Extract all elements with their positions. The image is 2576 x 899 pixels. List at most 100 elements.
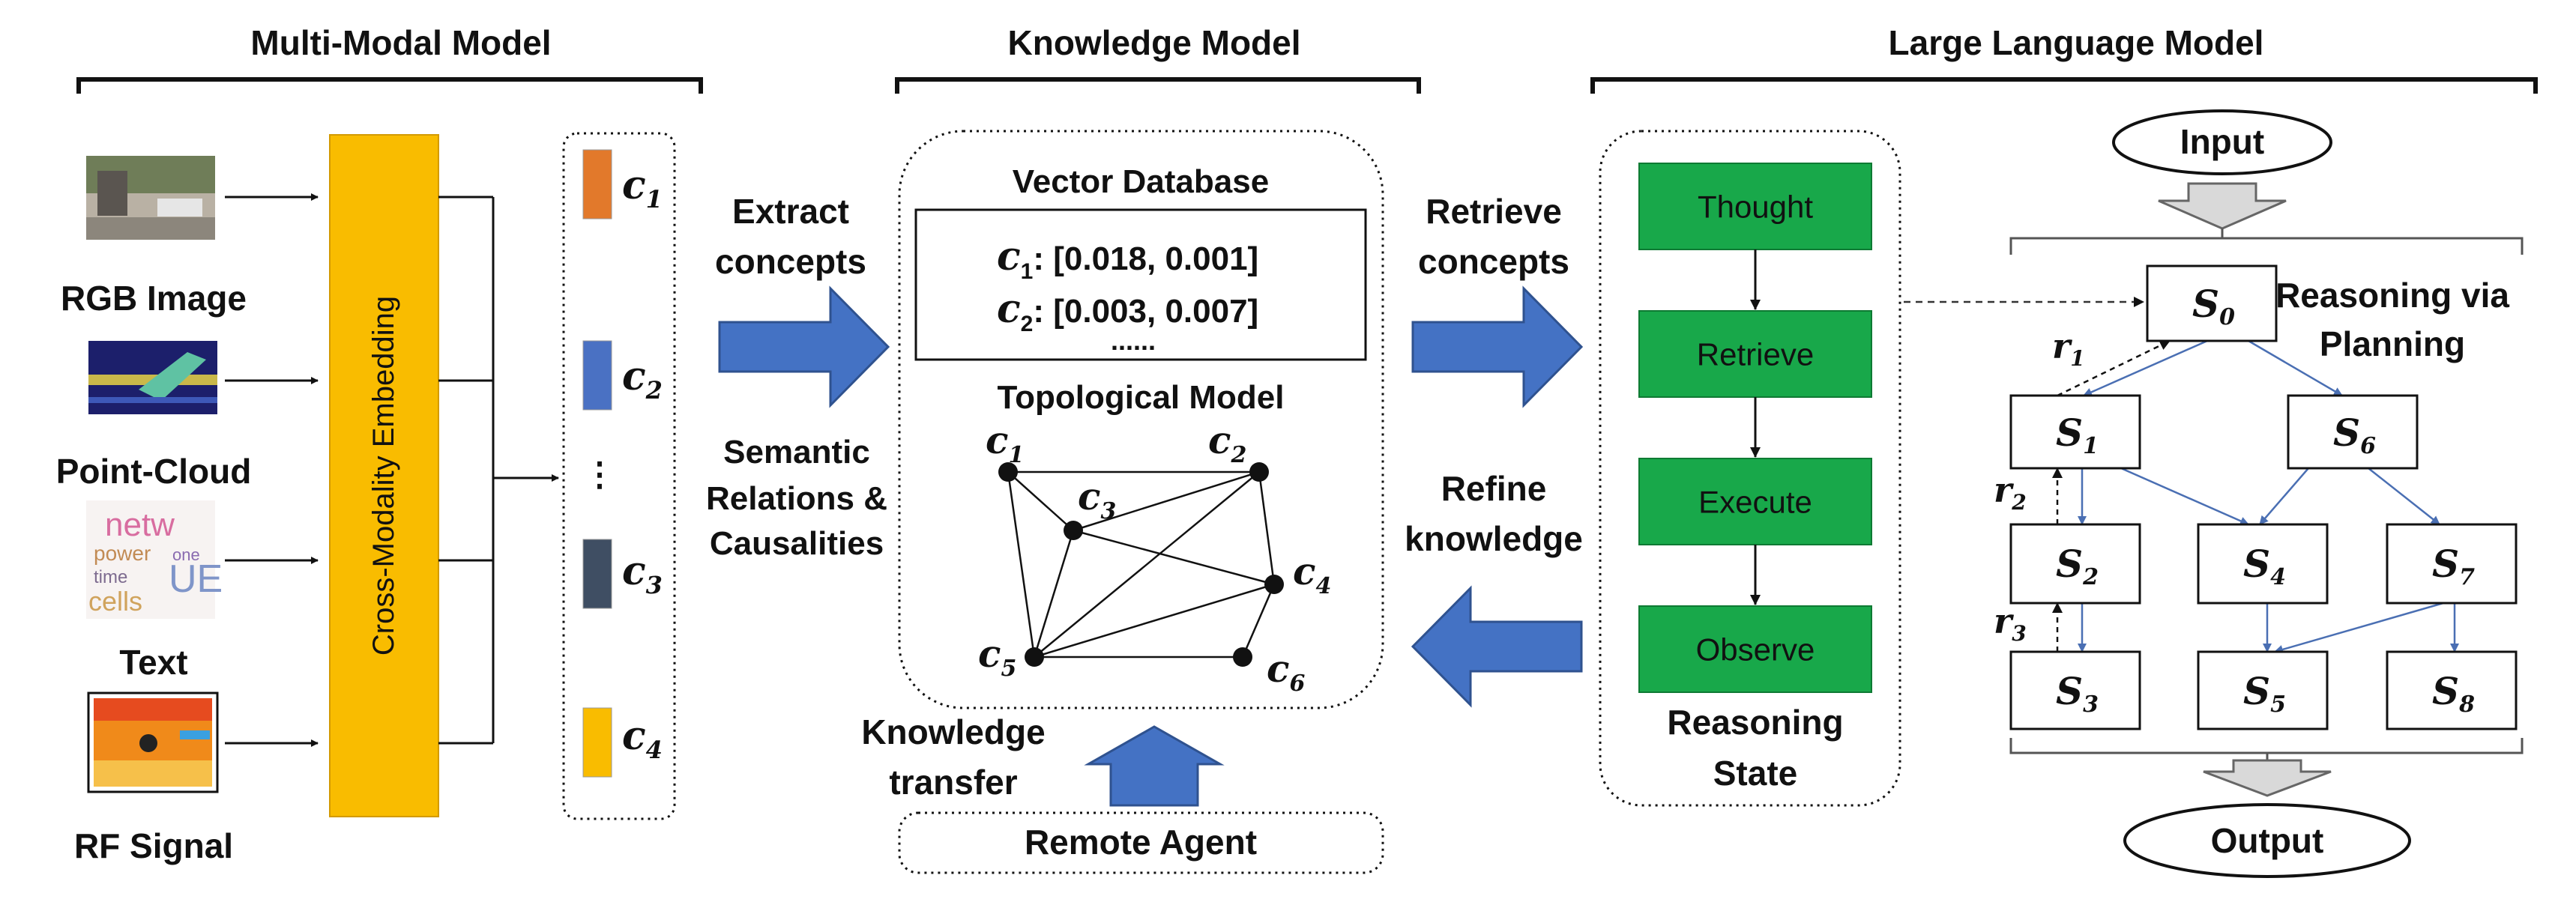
retrieve-label-line2: concepts xyxy=(1418,242,1569,281)
concept-c2-swatch xyxy=(582,340,612,411)
state-s6-label: S6 xyxy=(2333,411,2376,459)
state-s4-label: S4 xyxy=(2243,542,2286,590)
rgb-image-thumbnail xyxy=(86,156,215,240)
knowledge-transfer-line2: transfer xyxy=(889,763,1017,802)
svg-text:power: power xyxy=(94,542,151,565)
planning-label-line2: Planning xyxy=(2320,324,2465,363)
reasoning-step-thought-label: Thought xyxy=(1698,190,1813,225)
knowledge-transfer-arrow xyxy=(1084,725,1225,807)
refine-label-line1: Refine xyxy=(1441,469,1547,508)
topology-node-c3 xyxy=(1064,521,1083,540)
state-s8-label: S8 xyxy=(2432,669,2475,718)
vector-db-row2: c2: [0.003, 0.007] xyxy=(997,286,1258,336)
llm-title: Large Language Model xyxy=(1889,23,2264,62)
state-s0-label: S0 xyxy=(2192,282,2235,330)
input-block-arrow xyxy=(2158,182,2287,230)
concept-c4-label: c4 xyxy=(622,713,663,764)
knowledge-bracket xyxy=(895,77,1421,94)
refine-label-line2: knowledge xyxy=(1405,519,1583,558)
remote-agent-label: Remote Agent xyxy=(1025,823,1257,862)
svg-text:cells: cells xyxy=(88,586,142,617)
point-cloud-label: Point-Cloud xyxy=(56,452,252,491)
semantic-label-line3: Causalities xyxy=(710,525,884,562)
topology-label-c6: c6 xyxy=(1267,647,1305,697)
state-s7-box xyxy=(2386,523,2518,605)
state-s5-box xyxy=(2197,650,2329,730)
planning-bracket-bottom xyxy=(2009,738,2524,760)
topology-nodes xyxy=(998,462,1284,667)
extract-label-line2: concepts xyxy=(715,242,866,281)
state-s3-label: S3 xyxy=(2056,669,2099,718)
topology-node-c5 xyxy=(1025,647,1044,667)
svg-text:UE: UE xyxy=(169,557,223,601)
concept-c1-swatch xyxy=(582,149,612,220)
state-s7-label: S7 xyxy=(2432,542,2475,590)
topology-label-c4: c4 xyxy=(1293,549,1331,599)
topology-label-c3: c3 xyxy=(1078,474,1116,524)
text-wordcloud-thumbnail: netw power one time UE cells xyxy=(86,500,223,619)
extract-label-line1: Extract xyxy=(732,192,849,231)
retrieve-label-line1: Retrieve xyxy=(1426,192,1562,231)
topology-label-c5: c5 xyxy=(978,632,1016,682)
reward-r2-label: r2 xyxy=(1994,470,2027,515)
planning-output-label: Output xyxy=(2211,821,2324,860)
knowledge-title: Knowledge Model xyxy=(1008,23,1301,62)
output-block-arrow xyxy=(2203,759,2332,797)
knowledge-transfer-line1: Knowledge xyxy=(861,712,1045,751)
embedding-output-lines xyxy=(438,196,495,745)
topology-node-c1 xyxy=(998,462,1018,482)
reward-r3-label: r3 xyxy=(1994,601,2027,646)
reasoning-state-line2: State xyxy=(1713,754,1797,793)
vector-db-more: ...... xyxy=(1111,325,1156,356)
rf-signal-thumbnail xyxy=(87,691,219,793)
vector-db-box xyxy=(914,208,1367,361)
text-label: Text xyxy=(119,643,187,682)
planning-input-ellipse xyxy=(2112,109,2332,175)
state-s2-label: S2 xyxy=(2056,542,2099,590)
reasoning-step-execute-box xyxy=(1638,458,1872,545)
cross-modality-embedding-block xyxy=(329,134,439,817)
cross-modality-embedding-label: Cross-Modality Embedding xyxy=(367,296,400,656)
planning-bracket-top xyxy=(2009,228,2524,255)
topology-edges xyxy=(1007,470,1276,659)
state-s6-box xyxy=(2287,394,2419,470)
reward-r1-label: r1 xyxy=(2052,326,2085,371)
state-s8-box xyxy=(2386,650,2518,730)
concepts-container xyxy=(562,132,676,820)
concept-c3-label: c3 xyxy=(622,548,663,599)
planning-states: S0 S1 S6 S2 S4 S7 S3 S5 S8 xyxy=(2009,264,2518,730)
rgb-label: RGB Image xyxy=(61,279,247,318)
topology-node-c4 xyxy=(1264,575,1284,594)
reward-edges xyxy=(2052,339,2171,652)
concept-ellipsis: ⋮ xyxy=(583,456,616,493)
reasoning-state-container xyxy=(1599,130,1901,807)
topology-node-c6 xyxy=(1233,647,1252,667)
concept-c4-swatch xyxy=(582,707,612,778)
multimodal-title: Multi-Modal Model xyxy=(250,23,551,62)
multimodal-bracket xyxy=(76,77,703,94)
svg-text:time: time xyxy=(94,567,127,587)
vector-db-title: Vector Database xyxy=(1013,163,1269,200)
topological-model-title: Topological Model xyxy=(998,379,1285,416)
svg-text:netw: netw xyxy=(105,506,175,543)
planning-input-label: Input xyxy=(2180,122,2264,161)
topology-node-c2 xyxy=(1249,462,1269,482)
planning-label-line1: Reasoning via xyxy=(2275,276,2509,315)
reasoning-step-execute-label: Execute xyxy=(1698,485,1812,520)
state-s4-box xyxy=(2197,523,2329,605)
concept-c2-label: c2 xyxy=(622,354,663,405)
semantic-label-line2: Relations & xyxy=(706,480,887,517)
rf-label: RF Signal xyxy=(74,826,233,865)
state-s0-box xyxy=(2146,264,2278,342)
state-s5-label: S5 xyxy=(2243,669,2286,718)
state-s1-label: S1 xyxy=(2056,411,2099,459)
concept-c1-label: c1 xyxy=(622,163,663,214)
point-cloud-thumbnail xyxy=(88,341,217,414)
planning-output-ellipse xyxy=(2123,803,2411,878)
extract-concepts-arrow xyxy=(718,285,890,408)
llm-bracket xyxy=(1590,77,2538,94)
state-s3-box xyxy=(2009,650,2141,730)
refine-knowledge-arrow xyxy=(1411,585,1583,708)
